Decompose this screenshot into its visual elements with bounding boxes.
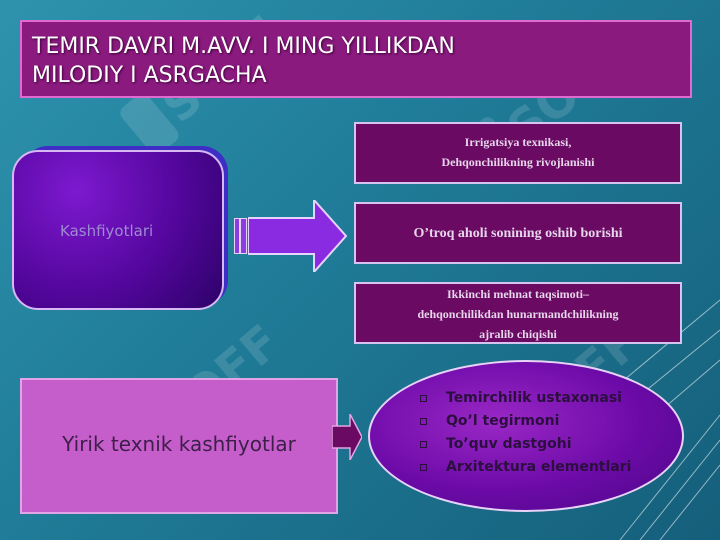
list-item: To’quv dastgohi (414, 433, 631, 456)
discoveries-ellipse (368, 360, 684, 512)
slide-title: TEMIR DAVRI M.AVV. I MING YILLIKDAN MILO… (32, 32, 682, 90)
title-box: TEMIR DAVRI M.AVV. I MING YILLIKDAN MILO… (20, 20, 692, 98)
kashfiyotlar-label: Kashfiyotlari (60, 222, 154, 240)
yirik-kashfiyotlar-label: Yirik texnik kashfiyotlar (62, 432, 296, 456)
yirik-kashfiyotlar-box: Yirik texnik kashfiyotlar (20, 378, 338, 514)
list-item-label: Qo’l tegirmoni (446, 413, 560, 429)
list-item-label: Arxitektura elementlari (446, 459, 632, 475)
list-item: Temirchilik ustaxonasi (414, 387, 631, 410)
arrow-stripe (240, 218, 247, 254)
result-line: Irrigatsiya texnikasi, (464, 135, 572, 149)
square-bullet-icon (420, 418, 427, 425)
result-box-irrigatsiya: Irrigatsiya texnikasi, Dehqonchilikning … (354, 122, 682, 184)
square-bullet-icon (420, 441, 427, 448)
result-line: dehqonchilikdan hunarmandchilikning (417, 307, 619, 321)
right-arrow-icon (248, 200, 348, 272)
title-line-2: MILODIY I ASRGACHA (32, 63, 267, 88)
result-line: ajralib chiqishi (479, 327, 557, 341)
list-item: Arxitektura elementlari (414, 456, 631, 479)
arrow-stripe (234, 218, 240, 254)
result-line: Dehqonchilikning rivojlanishi (441, 155, 595, 169)
small-right-arrow-icon (332, 414, 362, 460)
result-line: O’troq aholi sonining oshib borishi (413, 226, 623, 241)
title-line-1: TEMIR DAVRI M.AVV. I MING YILLIKDAN (32, 34, 455, 59)
square-bullet-icon (420, 395, 427, 402)
list-item: Qo’l tegirmoni (414, 410, 631, 433)
result-text: O’troq aholi sonining oshib borishi (356, 204, 680, 244)
result-line: Ikkinchi mehnat taqsimoti– (446, 287, 590, 301)
discoveries-list: Temirchilik ustaxonasi Qo’l tegirmoni To… (414, 387, 631, 479)
result-text: Ikkinchi mehnat taqsimoti– dehqonchilikd… (356, 284, 680, 344)
list-item-label: To’quv dastgohi (446, 436, 572, 452)
kashfiyotlar-box (12, 150, 224, 310)
result-box-mehnat-taqsimoti: Ikkinchi mehnat taqsimoti– dehqonchilikd… (354, 282, 682, 344)
list-item-label: Temirchilik ustaxonasi (446, 390, 622, 406)
square-bullet-icon (420, 464, 427, 471)
result-box-otroq-aholi: O’troq aholi sonining oshib borishi (354, 202, 682, 264)
result-text: Irrigatsiya texnikasi, Dehqonchilikning … (356, 124, 680, 172)
